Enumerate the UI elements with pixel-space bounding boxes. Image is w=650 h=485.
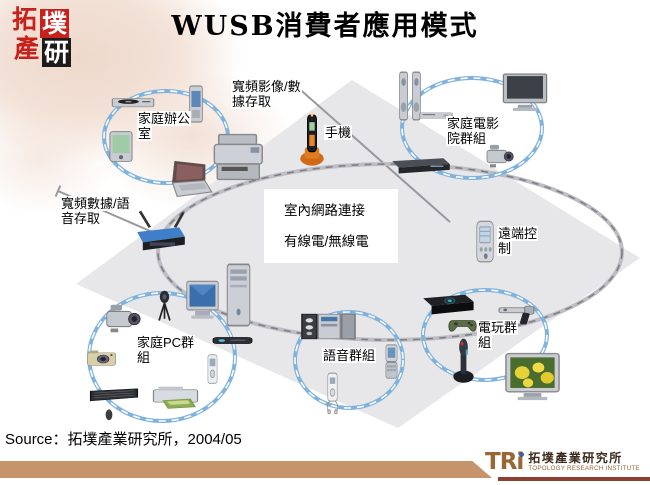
tri-acronym: TRi (485, 448, 525, 475)
tri-footer-logo: TRi 拓墣產業研究所 TOPOLOGY RESEARCH INSTITUTE (455, 446, 650, 478)
tri-seal-logo: 拓 墣 產 研 (10, 5, 72, 67)
tri-i-dot-icon (519, 451, 525, 457)
footer-maroon-strip (498, 477, 650, 481)
ring-voice-dashes (294, 311, 404, 409)
tri-name-zh: 拓墣產業研究所 (528, 450, 623, 465)
ring-game-dashes (422, 289, 548, 381)
center-network-line2: 有線電/無線電 (284, 234, 369, 249)
ring-indoor-network-dashes (157, 163, 623, 341)
source-note: Source：拓墣產業研究所，2004/05 (5, 431, 242, 448)
center-network-line1: 室內網路連接 (284, 203, 365, 218)
slide-title: WUSB消費者應用模式 (171, 11, 479, 42)
seal-char-4: 研 (42, 38, 71, 67)
ring-home-pc-dashes (88, 292, 236, 422)
seal-char-1: 拓 (11, 5, 37, 34)
seal-char-3: 產 (13, 34, 39, 63)
tri-name-en: TOPOLOGY RESEARCH INSTITUTE (528, 464, 640, 472)
ring-home-theater-dashes (401, 77, 543, 179)
center-network-box: 室內網路連接 有線電/無線電 (264, 189, 398, 263)
seal-char-2: 墣 (40, 9, 69, 38)
antenna-beam (57, 190, 151, 232)
